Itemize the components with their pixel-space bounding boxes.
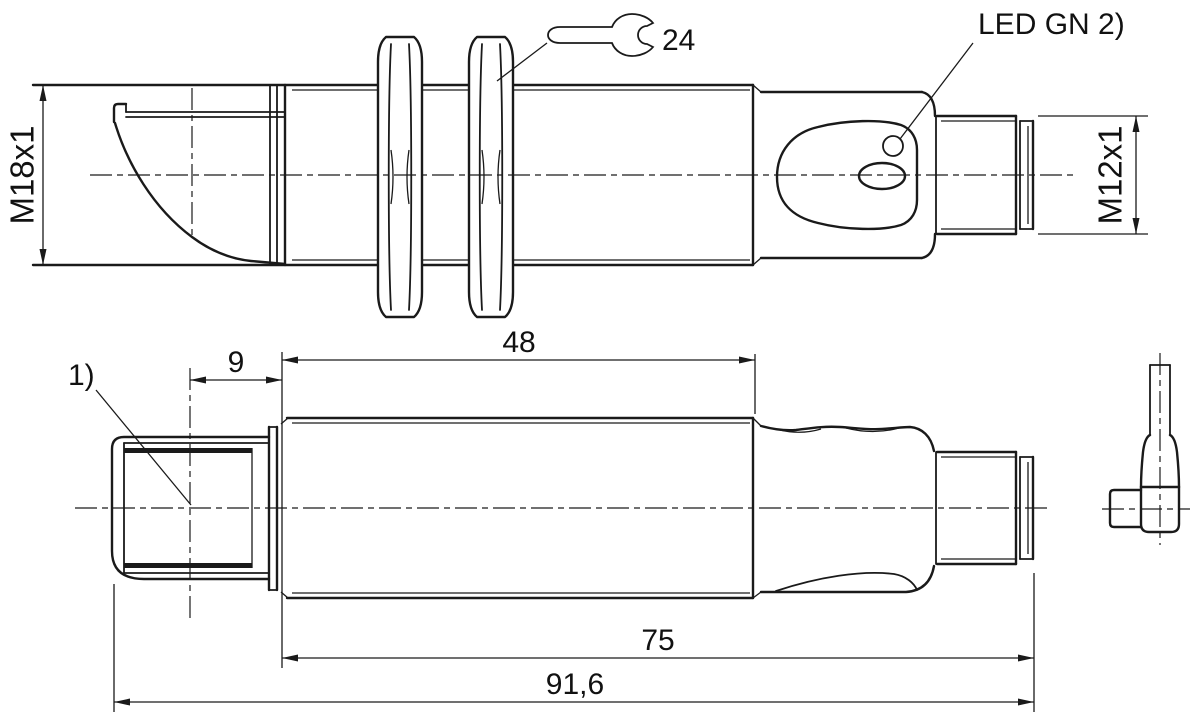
dimension-housing-length: 75 [282, 573, 1035, 712]
dimension-9-label: 9 [228, 346, 245, 379]
led-indicator [882, 135, 904, 157]
led-label: LED GN 2) [978, 8, 1125, 41]
side-view: 9 48 75 91,6 1 [68, 326, 1050, 712]
dimension-m12-label: M12x1 [1092, 125, 1129, 224]
dimension-m18-label: M18x1 [4, 125, 41, 224]
rear-housing-top [759, 90, 937, 260]
adjuster-window [857, 161, 907, 191]
top-view: M18x1 M12x1 24 LED GN 2) [4, 8, 1148, 319]
dimension-48-label: 48 [502, 326, 535, 359]
dimension-total-length: 91,6 [113, 584, 1034, 712]
note-1-callout: 1) [68, 359, 192, 506]
dimension-thread-length: 48 [281, 326, 756, 668]
wrench-callout: 24 [496, 13, 695, 82]
hex-nut-rear [467, 35, 515, 319]
led-callout: LED GN 2) [899, 8, 1125, 140]
angled-connector-view [1102, 353, 1190, 545]
strain-relief [1139, 433, 1181, 489]
wrench-size-label: 24 [662, 24, 695, 57]
dimension-m12: M12x1 [1038, 115, 1148, 235]
dimension-75-label: 75 [641, 624, 674, 657]
wrench-icon [547, 13, 655, 57]
dimension-m18: M18x1 [4, 85, 47, 265]
dimension-916-label: 91,6 [546, 668, 604, 701]
hex-nut-front [376, 35, 424, 319]
note-1-label: 1) [68, 359, 95, 392]
rear-housing-side [759, 424, 936, 594]
dimension-front-offset: 9 [190, 346, 282, 384]
